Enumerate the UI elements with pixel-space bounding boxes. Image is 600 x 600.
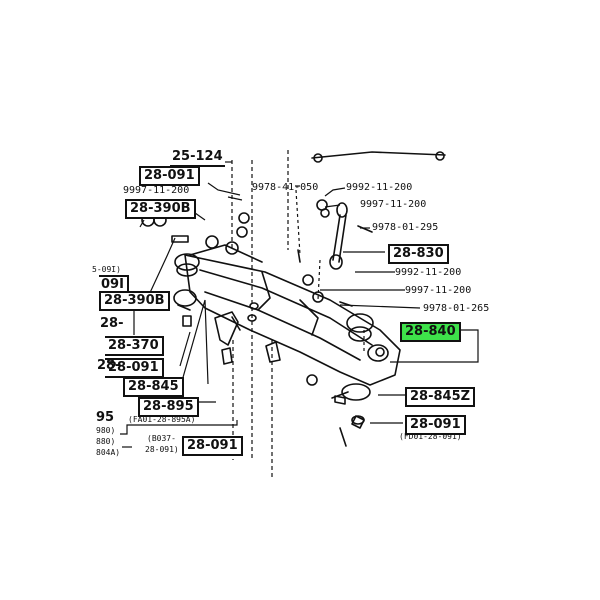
part-label-FA01-28-895A[interactable]: (FA01-28-895A) [128, 415, 196, 424]
part-label-9978-01-295[interactable]: 9978-01-295 [372, 222, 439, 233]
part-label-28-370[interactable]: 28-370 [105, 336, 164, 356]
part-label-28-390B-bottom[interactable]: 28-390B [99, 291, 170, 311]
part-label-28-091-bottom[interactable]: 28-091 [182, 436, 243, 456]
part-label-9978-41-050[interactable]: 9978-41-050 [252, 182, 319, 193]
part-label-09I-cut[interactable]: 09I [99, 275, 129, 295]
part-label-9997-11-200-left[interactable]: 9997-11-200 [123, 185, 190, 196]
edge-label-2: 28- [100, 316, 124, 331]
part-label-28-091-top[interactable]: 28-091 [139, 166, 200, 186]
part-label-28-845[interactable]: 28-845 [123, 377, 184, 397]
edge-label-7: 804A) [96, 448, 121, 457]
part-label-FD01-28-091[interactable]: (FD01-28-091) [399, 432, 462, 441]
edge-label-6: 880) [96, 437, 116, 446]
part-label-28-845Z[interactable]: 28-845Z [405, 387, 476, 407]
edge-label-1: 5-09I) [92, 265, 121, 274]
part-label-9992-11-200-mid[interactable]: 9992-11-200 [395, 267, 462, 278]
part-label-25-124[interactable]: 25-124 [170, 149, 225, 167]
edge-label-3: 28- [97, 358, 121, 373]
part-label-28-840-highlighted[interactable]: 28-840 [400, 322, 461, 342]
part-label-9997-11-200-right[interactable]: 9997-11-200 [360, 199, 427, 210]
edge-label-5: 980) [96, 426, 116, 435]
part-label-9992-11-200-top[interactable]: 9992-11-200 [346, 182, 413, 193]
part-label-9978-01-265[interactable]: 9978-01-265 [423, 303, 490, 314]
part-label-B037[interactable]: (B037- [147, 434, 176, 443]
part-label-9997-11-200-mid[interactable]: 9997-11-200 [405, 285, 472, 296]
edge-label-4: 95 [96, 410, 115, 425]
part-label-28-390B-top[interactable]: 28-390B [125, 199, 196, 219]
part-label-28-830[interactable]: 28-830 [388, 244, 449, 264]
part-label-28-895[interactable]: 28-895 [138, 397, 199, 417]
part-label-28-091-paren[interactable]: 28-091) [145, 445, 179, 454]
part-label-28-091-right[interactable]: 28-091 [405, 415, 466, 435]
